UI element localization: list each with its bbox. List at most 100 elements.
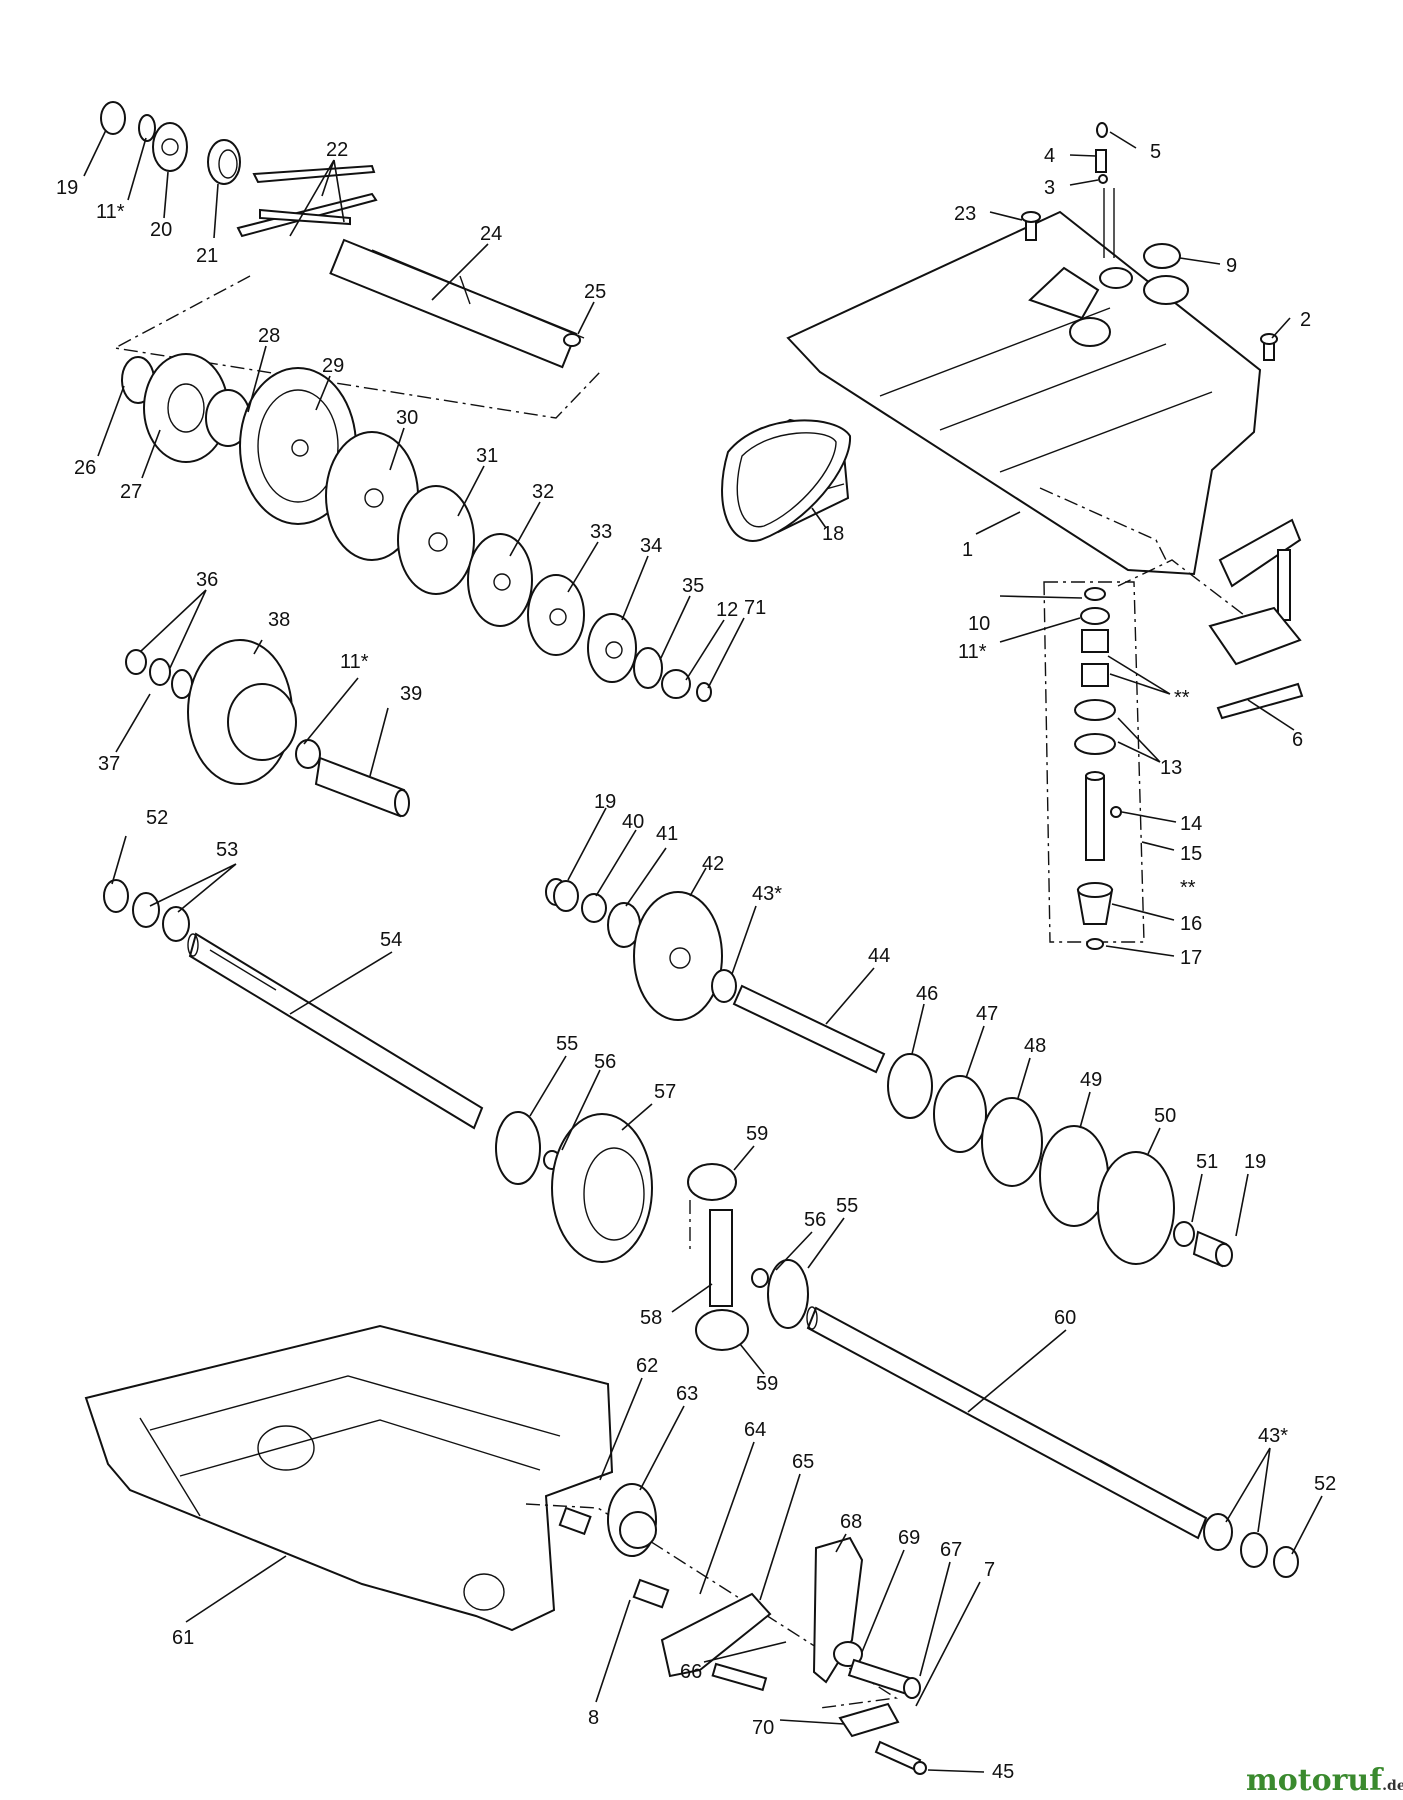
label-70: 70	[752, 1717, 774, 1739]
label-71: 71	[744, 597, 766, 619]
label-54: 54	[380, 929, 402, 951]
label-21: 21	[196, 245, 218, 267]
label-57: 57	[654, 1081, 676, 1103]
label-68: 68	[840, 1511, 862, 1533]
label-34: 34	[640, 535, 662, 557]
label-56-b: 56	[804, 1209, 826, 1231]
label-31: 31	[476, 445, 498, 467]
label-36: 36	[196, 569, 218, 591]
label-1: 1	[962, 539, 973, 561]
label-10: 10	[968, 613, 990, 635]
label-63: 63	[676, 1383, 698, 1405]
label-49: 49	[1080, 1069, 1102, 1091]
label-25: 25	[584, 281, 606, 303]
label-18: 18	[822, 523, 844, 545]
label-50: 50	[1154, 1105, 1176, 1127]
label-56: 56	[594, 1051, 616, 1073]
label-59-b: 59	[756, 1373, 778, 1395]
reference-labels: 19 11* 20 21 22 24 25 26 27 28 29 30 31 …	[56, 139, 1336, 1783]
label-43-star: 43*	[752, 883, 782, 905]
label-double-star-b: **	[1180, 877, 1196, 899]
part-group-differential	[551, 1113, 809, 1351]
label-67: 67	[940, 1539, 962, 1561]
part-group-lower-housing	[84, 1324, 614, 1632]
label-32: 32	[532, 481, 554, 503]
part-group-input-stem	[1043, 581, 1145, 950]
part-group-shaft-24	[100, 101, 601, 419]
label-69: 69	[898, 1527, 920, 1549]
label-41: 41	[656, 823, 678, 845]
label-15: 15	[1180, 843, 1202, 865]
label-23: 23	[954, 203, 976, 225]
part-group-gear-train-upper	[121, 353, 712, 702]
label-17: 17	[1180, 947, 1202, 969]
label-11-star-b: 11*	[340, 651, 369, 673]
label-66: 66	[680, 1661, 702, 1683]
label-26: 26	[74, 457, 96, 479]
label-7: 7	[984, 1559, 995, 1581]
label-60: 60	[1054, 1307, 1076, 1329]
label-19-c: 19	[1244, 1151, 1266, 1173]
label-47: 47	[976, 1003, 998, 1025]
label-28: 28	[258, 325, 280, 347]
part-group-shaft-60	[806, 1306, 1299, 1578]
watermark-text: motoruf	[1246, 1763, 1384, 1798]
label-29: 29	[322, 355, 344, 377]
label-14: 14	[1180, 813, 1202, 835]
label-59: 59	[746, 1123, 768, 1145]
label-58: 58	[640, 1307, 662, 1329]
label-5: 5	[1150, 141, 1161, 163]
label-62: 62	[636, 1355, 658, 1377]
label-37: 37	[98, 753, 120, 775]
label-65: 65	[792, 1451, 814, 1473]
label-40: 40	[622, 811, 644, 833]
label-45: 45	[992, 1761, 1014, 1783]
label-double-star-a: **	[1174, 687, 1190, 709]
label-3: 3	[1044, 177, 1055, 199]
part-group-chain-18	[721, 419, 852, 542]
label-55-b: 55	[836, 1195, 858, 1217]
label-2: 2	[1300, 309, 1311, 331]
label-52-b: 52	[1314, 1473, 1336, 1495]
label-20: 20	[150, 219, 172, 241]
label-38: 38	[268, 609, 290, 631]
motoruf-watermark: motoruf.de	[1246, 1763, 1403, 1798]
label-51: 51	[1196, 1151, 1218, 1173]
part-group-cluster-38	[125, 639, 410, 818]
label-55: 55	[556, 1033, 578, 1055]
label-48: 48	[1024, 1035, 1046, 1057]
part-group-shaft-44	[545, 878, 1233, 1268]
label-13: 13	[1160, 757, 1182, 779]
label-27: 27	[120, 481, 142, 503]
label-11-star-c: 11*	[958, 641, 987, 663]
label-43-star-b: 43*	[1258, 1425, 1288, 1447]
label-39: 39	[400, 683, 422, 705]
label-11-star: 11*	[96, 201, 125, 223]
label-22: 22	[326, 139, 348, 161]
label-53: 53	[216, 839, 238, 861]
label-19-b: 19	[594, 791, 616, 813]
label-19: 19	[56, 177, 78, 199]
part-group-shift-linkage	[525, 1483, 927, 1775]
svg-text:motoruf.de: motoruf.de	[1246, 1763, 1403, 1798]
label-61: 61	[172, 1627, 194, 1649]
label-12: 12	[716, 599, 738, 621]
label-35: 35	[682, 575, 704, 597]
part-group-shaft-54	[103, 879, 561, 1185]
label-30: 30	[396, 407, 418, 429]
label-52: 52	[146, 807, 168, 829]
label-42: 42	[702, 853, 724, 875]
label-16: 16	[1180, 913, 1202, 935]
label-46: 46	[916, 983, 938, 1005]
leader-lines	[83, 129, 1323, 1773]
label-24: 24	[480, 223, 502, 245]
watermark-suffix: .de	[1382, 1778, 1403, 1794]
label-33: 33	[590, 521, 612, 543]
label-6: 6	[1292, 729, 1303, 751]
part-group-upper-housing	[744, 122, 1304, 720]
label-44: 44	[868, 945, 890, 967]
label-4: 4	[1044, 145, 1055, 167]
label-64: 64	[744, 1419, 766, 1441]
